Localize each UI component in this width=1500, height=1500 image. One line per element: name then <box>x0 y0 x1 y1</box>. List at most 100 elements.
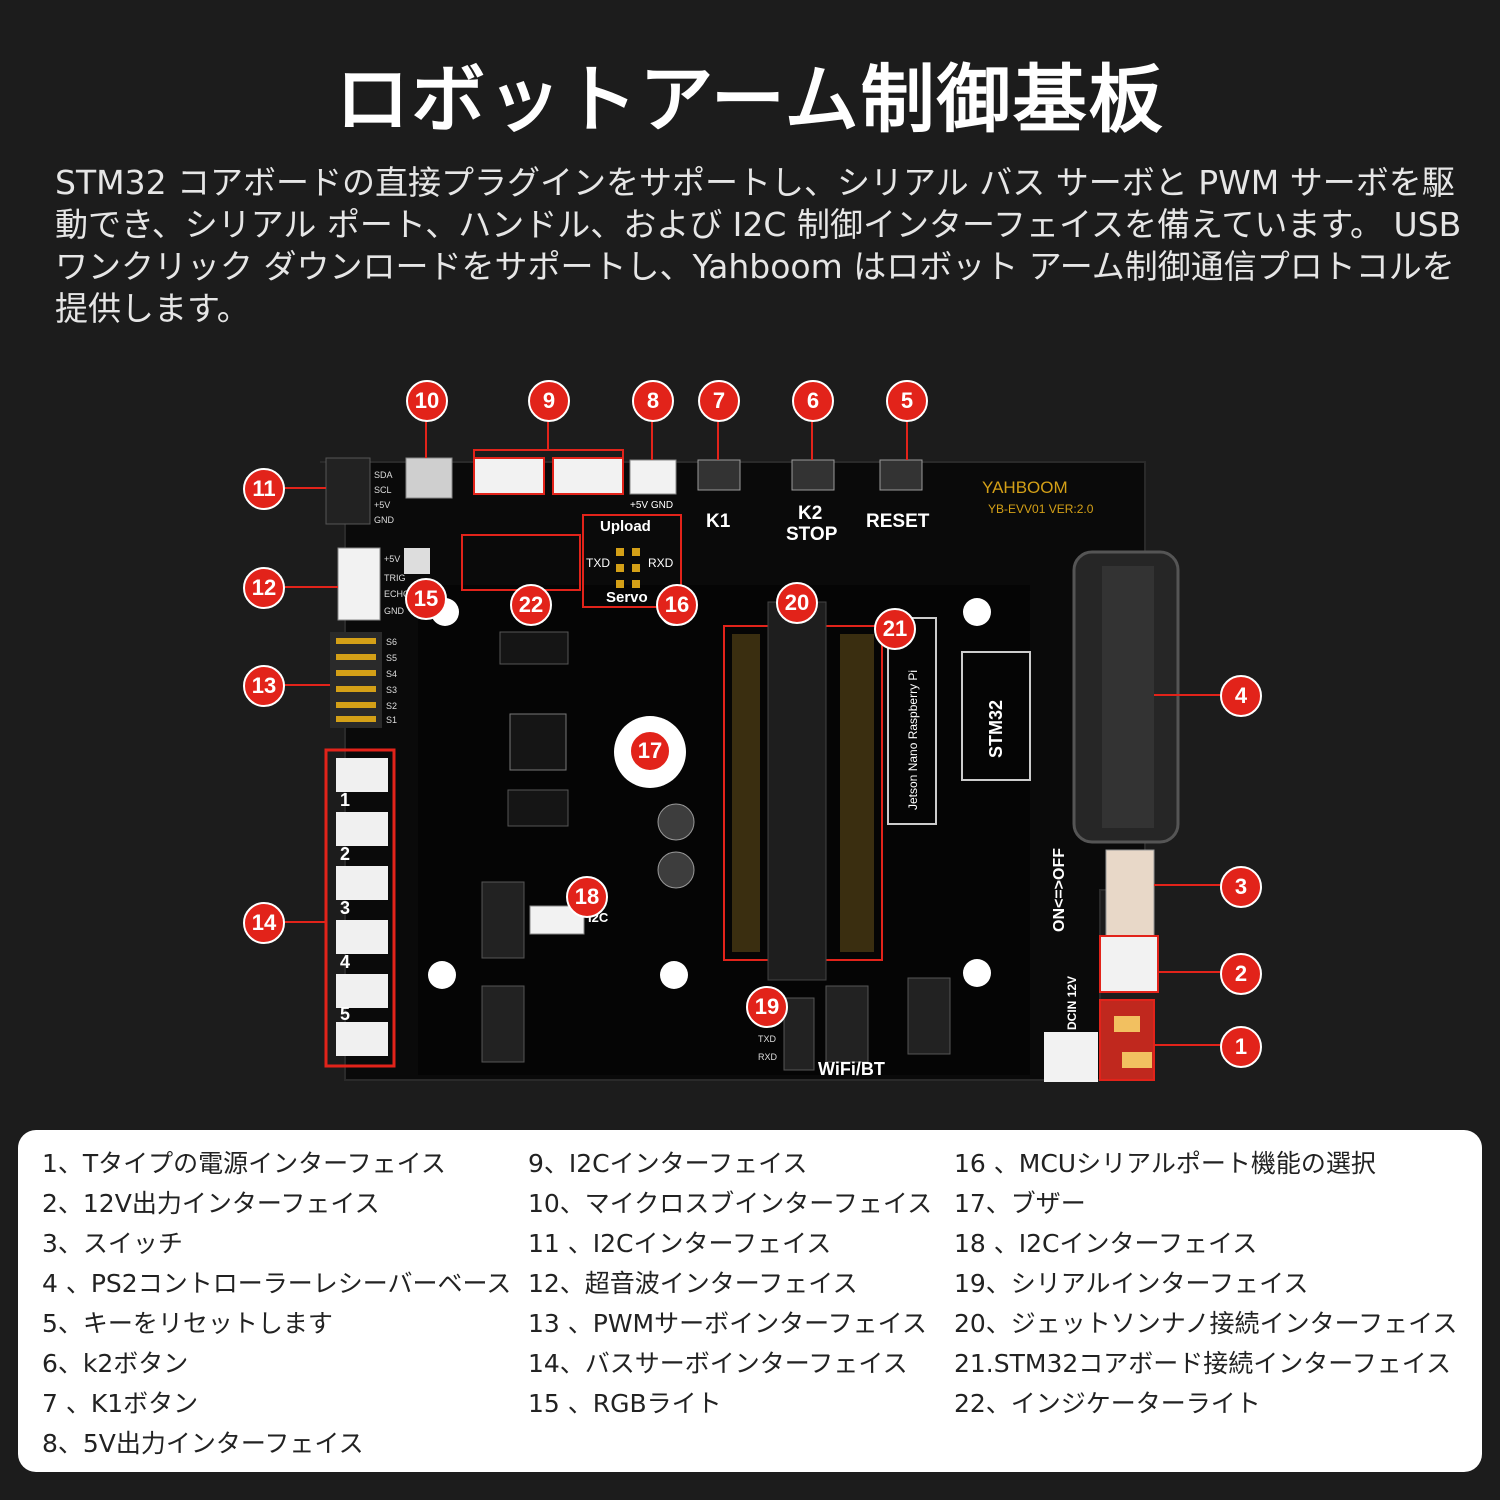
power-switch <box>1105 849 1155 937</box>
legend-panel: 1、Tタイプの電源インターフェイス 2、12V出力インターフェイス 3、スイッチ… <box>18 1130 1482 1472</box>
wifi-bt-label: WiFi/BT <box>818 1059 885 1079</box>
upload-select-box <box>582 514 682 608</box>
legend-item: 2、12V出力インターフェイス <box>42 1189 380 1218</box>
legend-column-2: 9、I2Cインターフェイス 10、マイクロスブインターフェイス 11 、I2Cイ… <box>528 1144 932 1424</box>
callout-8: 8 <box>632 380 674 422</box>
pwm-pin-label: S6 <box>386 637 397 647</box>
i2c-connector-9a <box>473 457 545 495</box>
capacitor <box>481 985 525 1063</box>
callout-17: 17 <box>629 730 671 772</box>
bus-servo-connector <box>336 758 388 792</box>
legend-item: 20、ジェットソンナノ接続インターフェイス <box>954 1309 1458 1338</box>
bus-label: 2 <box>340 844 350 864</box>
legend-item: 6、k2ボタン <box>42 1349 189 1378</box>
legend-item: 8、5V出力インターフェイス <box>42 1429 364 1458</box>
bus-label: 3 <box>340 898 350 918</box>
i2c-pin-label: SDA <box>374 470 393 480</box>
bus-servo-connector <box>336 812 388 846</box>
legend-item: 17、ブザー <box>954 1189 1086 1218</box>
jetson-connector <box>767 601 827 981</box>
callout-3: 3 <box>1220 866 1262 908</box>
k2-switch <box>791 459 835 491</box>
ultra-pin-label: ECHO <box>384 589 410 599</box>
k2-label: K2 <box>798 503 822 524</box>
bus-label: 1 <box>340 790 350 810</box>
12v-output <box>1099 935 1159 993</box>
mount-hole <box>963 959 991 987</box>
legend-item: 16 、MCUシリアルポート機能の選択 <box>954 1149 1376 1178</box>
ultra-pin-label: GND <box>384 606 405 616</box>
board-svg: YAHBOOM YB-EVV01 VER:2.0 K1 K2 STOP RESE… <box>282 420 1222 1082</box>
stm32-label: STM32 <box>986 700 1006 758</box>
stm32-outline <box>961 651 1031 781</box>
capacitor <box>657 851 695 889</box>
legend-item: 10、マイクロスブインターフェイス <box>528 1189 933 1218</box>
version-label: YB-EVV01 VER:2.0 <box>988 502 1094 516</box>
legend-item: 3、スイッチ <box>42 1229 183 1258</box>
reset-switch <box>879 459 923 491</box>
serial-pin-label: TXD <box>758 1034 777 1044</box>
i2c-pin-label: +5V <box>374 500 390 510</box>
callout-6: 6 <box>792 380 834 422</box>
callout-16: 16 <box>656 584 698 626</box>
pwm-pin-label: S1 <box>386 715 397 725</box>
chip <box>507 789 569 827</box>
k1-label: K1 <box>706 511 731 532</box>
callout-12: 12 <box>243 567 285 609</box>
on-off-label: ON<=>OFF <box>1051 848 1068 932</box>
callout-5: 5 <box>886 380 928 422</box>
rgb-led <box>404 548 430 574</box>
bus-servo-connector <box>336 866 388 900</box>
pwm-pin-label: S5 <box>386 653 397 663</box>
legend-item: 4 、PS2コントローラーレシーバーベース <box>42 1269 512 1298</box>
servo-label: Servo <box>606 589 648 606</box>
chip <box>499 631 569 665</box>
pwm-pin-label: S2 <box>386 701 397 711</box>
mount-hole <box>963 598 991 626</box>
upload-label: Upload <box>600 518 651 535</box>
mcu-chip <box>509 713 567 771</box>
legend-item: 12、超音波インターフェイス <box>528 1269 858 1298</box>
legend-column-1: 1、Tタイプの電源インターフェイス 2、12V出力インターフェイス 3、スイッチ… <box>42 1144 511 1464</box>
legend-item: 14、バスサーボインターフェイス <box>528 1349 908 1378</box>
bus-servo-connector <box>336 920 388 954</box>
board-illustration: YAHBOOM YB-EVV01 VER:2.0 K1 K2 STOP RESE… <box>0 370 1500 1110</box>
callout-15: 15 <box>405 578 447 620</box>
dcin-label: DCIN 12V <box>1065 976 1079 1030</box>
ultra-pin-label: +5V <box>384 554 400 564</box>
callout-4: 4 <box>1220 675 1262 717</box>
legend-item: 7 、K1ボタン <box>42 1389 199 1418</box>
dcin-connector <box>1044 1032 1098 1082</box>
callout-22: 22 <box>510 584 552 626</box>
mount-hole <box>428 961 456 989</box>
callout-11: 11 <box>243 468 285 510</box>
callout-18: 18 <box>566 876 608 918</box>
callout-21: 21 <box>874 608 916 650</box>
bus-label: 5 <box>340 1004 350 1024</box>
jetson-label: Jetson Nano Raspberry Pi <box>906 670 920 810</box>
legend-item: 1、Tタイプの電源インターフェイス <box>42 1149 446 1178</box>
description-text: STM32 コアボードの直接プラグインをサポートし、シリアル バス サーボと P… <box>55 163 1462 328</box>
ultra-pin-label: TRIG <box>384 573 406 583</box>
pwm-pins <box>336 638 376 722</box>
legend-item: 21.STM32コアボード接続インターフェイス <box>954 1349 1452 1378</box>
serial-pin-label: RXD <box>758 1052 778 1062</box>
bus-servo-frame <box>324 748 396 1068</box>
capacitor <box>481 881 525 959</box>
legend-item: 18 、I2Cインターフェイス <box>954 1229 1258 1258</box>
callout-14: 14 <box>243 902 285 944</box>
i2c-pin-label: SCL <box>374 485 392 495</box>
legend-item: 9、I2Cインターフェイス <box>528 1149 808 1178</box>
capacitor <box>825 985 869 1063</box>
callout-19: 19 <box>746 986 788 1028</box>
bus-label: 4 <box>340 952 350 972</box>
i2c-pin-label: GND <box>374 515 395 525</box>
callout-13: 13 <box>243 665 285 707</box>
leader-lines <box>282 420 1222 1046</box>
callout-20: 20 <box>776 582 818 624</box>
pwm-pin-label: S4 <box>386 669 397 679</box>
legend-item: 5、キーをリセットします <box>42 1309 333 1338</box>
i2c-header-11 <box>325 457 371 525</box>
bus-servo-connector <box>336 1022 388 1056</box>
5v-connector <box>629 459 677 495</box>
